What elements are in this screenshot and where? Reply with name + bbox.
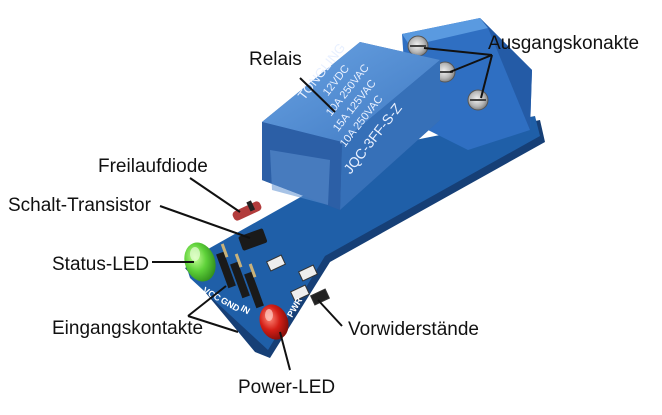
power-led [259,304,289,340]
label-relais: Relais [249,49,302,70]
pointer-eingang-2 [187,315,239,333]
pointer-relais [299,77,336,113]
pointer-power-led [279,331,291,371]
label-vorwiderstaende: Vorwiderstände [348,319,479,340]
pointer-freilauf [189,177,241,213]
status-led [184,242,216,282]
pointer-eingang-1 [187,285,227,317]
series-resistors [265,254,331,306]
label-power-led: Power-LED [238,377,336,398]
label-freilaufdiode: Freilaufdiode [98,156,208,177]
flyback-diode [232,200,262,221]
pointer-vorwiderstand [317,299,343,327]
input-header-pins [216,243,264,309]
pointer-transistor [159,205,251,239]
pcb-board [185,116,545,358]
pointer-lines [152,47,493,371]
pointer-ausgang-1 [423,47,493,56]
pointer-ausgang-3 [480,54,493,99]
label-ausgangskontakte: Ausgangskonakte [488,33,640,54]
label-schalt-transistor: Schalt-Transistor [8,195,151,216]
pointer-ausgang-2 [449,54,493,73]
silk-in: IN [239,303,252,316]
label-eingangskontakte: Eingangskontakte [52,318,204,339]
label-status-led: Status-LED [52,254,150,275]
switch-transistor [238,228,268,251]
